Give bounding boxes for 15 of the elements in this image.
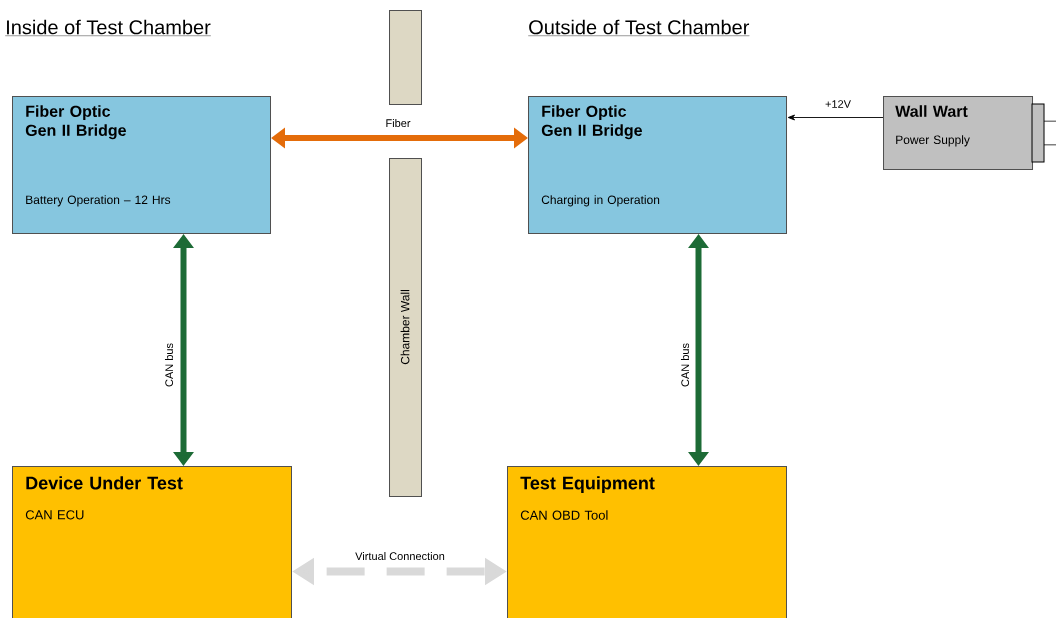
power-supply-box: Wall Wart Power Supply (883, 96, 1056, 170)
equipment-box: Test Equipment CAN OBD Tool (507, 466, 787, 618)
section-heading: Inside of Test Chamber (5, 19, 212, 36)
edge-label: +12V (824, 99, 852, 109)
edge-label: Virtual Connection (354, 550, 446, 562)
section-heading: Outside of Test Chamber (528, 19, 750, 36)
wall-segment (389, 10, 422, 105)
bridge-box: Fiber Optic Gen II Bridge Charging in Operation (528, 96, 787, 234)
edge-label: CAN bus (163, 342, 175, 388)
bridge-box: Fiber Optic Gen II Bridge Battery Operation – 12 Hrs (12, 96, 271, 234)
wall-segment: Chamber Wall (389, 158, 422, 497)
arrow (787, 114, 884, 121)
edge-label: CAN bus (679, 342, 691, 388)
device-box: Device Under Test CAN ECU (12, 466, 292, 618)
edge-label: Fiber (384, 117, 412, 129)
